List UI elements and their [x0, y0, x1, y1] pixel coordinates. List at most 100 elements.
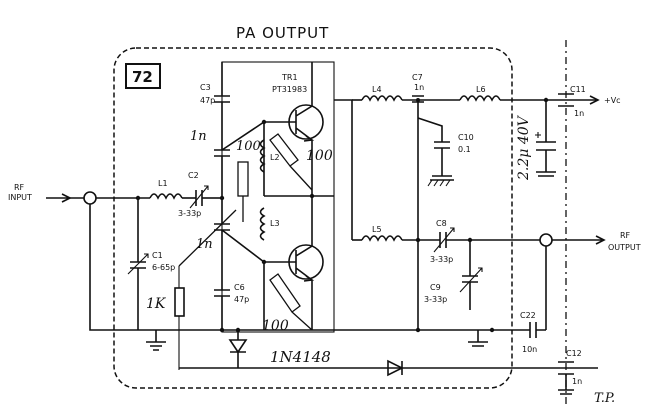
bus-node-3	[415, 327, 421, 333]
one-n-label-b: 1n	[196, 237, 213, 252]
c22-label: C22	[520, 311, 536, 320]
r100-top-resistor	[269, 133, 313, 191]
c1-trim-arrow	[127, 253, 149, 275]
tr1-label: TR1	[281, 73, 298, 82]
mid-rail-node	[309, 193, 315, 199]
c6-capacitor	[214, 262, 230, 330]
c6-value: 47p	[234, 295, 249, 304]
c3-label: C3	[200, 83, 211, 92]
l2-coil	[259, 139, 266, 173]
l2-label: L2	[270, 153, 280, 162]
l4-coil	[361, 95, 403, 102]
l3-coil	[259, 207, 266, 241]
bus-node-4	[489, 327, 495, 333]
tr1-part: PT31983	[272, 85, 307, 94]
c6-label: C6	[234, 283, 245, 292]
c7-value: 1n	[414, 83, 424, 92]
c7-label: C7	[412, 73, 423, 82]
one-n-label-a: 1n	[190, 129, 207, 144]
bus-node-1	[219, 327, 225, 333]
bias-resistor	[237, 161, 249, 197]
c7-feed	[417, 117, 443, 142]
c10-value: 0.1	[458, 145, 471, 154]
c2-value: 3-33p	[178, 209, 201, 218]
c3-capacitor	[214, 62, 230, 150]
vcc-label: +Vc	[604, 96, 621, 105]
cap-note: 2.2μ 40V	[516, 114, 532, 181]
c2-capacitor	[195, 190, 203, 206]
c8-value: 3-33p	[430, 255, 453, 264]
tp-label: T.P.	[594, 391, 615, 406]
l1-label: L1	[158, 179, 168, 188]
ground-c10-hatch	[427, 179, 451, 187]
c8-trim-arrow	[433, 227, 455, 253]
c22-capacitor	[498, 322, 546, 338]
c2-trim-arrow	[189, 185, 209, 209]
rf-output-label-1: RF	[620, 231, 631, 240]
base-node-upper	[261, 119, 267, 125]
diode-1n4148	[387, 359, 404, 377]
r100-top-label: 100	[306, 148, 333, 164]
l6-coil	[459, 95, 501, 102]
rf-output-label-2: OUTPUT	[608, 243, 641, 252]
block-number: 72	[132, 68, 153, 86]
c11-label: C11	[570, 85, 586, 94]
r1k-label: 1K	[146, 296, 167, 312]
c11-capacitor	[558, 93, 598, 107]
c10-capacitor	[434, 141, 450, 176]
l5-label: L5	[372, 225, 382, 234]
c3-value: 47p	[200, 96, 215, 105]
c11-value: 1n	[574, 109, 584, 118]
c2-label: C2	[188, 171, 199, 180]
c8-capacitor	[439, 232, 447, 248]
l1-coil	[149, 193, 183, 200]
rf-input-label-1: RF	[14, 183, 25, 192]
r100-bot-resistor	[269, 273, 313, 331]
c10-label: C10	[458, 133, 474, 142]
zener-diode	[228, 330, 248, 368]
ground-symbol-mid	[468, 330, 488, 347]
l3-label: L3	[270, 219, 280, 228]
diagram-title: PA OUTPUT	[236, 24, 329, 42]
r100-bot-label: 100	[262, 318, 289, 334]
ground-c10	[430, 175, 454, 181]
r1k-diagonal	[178, 209, 237, 267]
base-link-upper	[221, 120, 265, 196]
c1-value: 6-65p	[152, 263, 175, 272]
input-ground-line	[89, 204, 110, 331]
tr1-lower-leads	[295, 196, 315, 330]
base-link-lower	[221, 229, 265, 330]
c8-label: C8	[436, 219, 447, 228]
ground-symbol-left	[146, 330, 166, 351]
c7-node	[416, 98, 420, 102]
bias-resistor-mark: 100	[236, 139, 261, 154]
l5-node	[415, 237, 421, 243]
electrolytic-capacitor	[536, 100, 556, 172]
c1-capacitor	[130, 261, 146, 269]
collector-upper-rail	[334, 99, 353, 240]
c9-capacitor	[462, 240, 478, 310]
module-boundary	[113, 47, 513, 389]
rf-output-connector	[539, 233, 553, 247]
c3-node-cap	[214, 149, 230, 198]
c1-label: C1	[152, 251, 163, 260]
rf-input-arrow	[46, 193, 72, 203]
resistor-1k	[174, 287, 185, 317]
l5-coil	[361, 235, 403, 242]
input-to-bias	[214, 198, 230, 262]
c9-label: C9	[430, 283, 441, 292]
rf-input-connector	[83, 191, 97, 205]
vcc-arrow	[589, 95, 600, 105]
c1-junction	[135, 195, 141, 201]
electrolytic-plus	[535, 132, 541, 138]
block-number-box	[125, 63, 161, 89]
ground-electrolytic	[536, 171, 556, 177]
rf-input-label-2: INPUT	[8, 193, 32, 202]
rf-output-arrow	[552, 235, 606, 245]
c9-value: 3-33p	[424, 295, 447, 304]
c12-label: C12	[566, 349, 582, 358]
l4-label: L4	[372, 85, 382, 94]
c9-trim-arrow	[459, 267, 483, 293]
base-node-lower	[261, 259, 267, 265]
